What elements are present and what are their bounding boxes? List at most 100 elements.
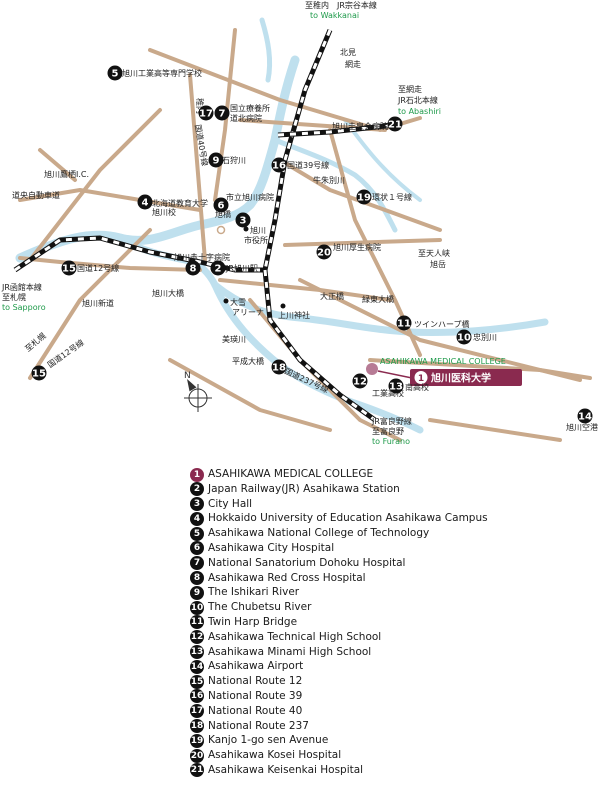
map-badge[interactable]: 3 <box>235 212 251 228</box>
map-badge-num: 19 <box>357 193 371 204</box>
legend-label: Asahikawa City Hospital <box>208 541 335 554</box>
map-badge[interactable]: 15 <box>61 260 77 276</box>
legend-label: ASAHIKAWA MEDICAL COLLEGE <box>208 468 374 480</box>
legend-item: 12 Asahikawa Technical High School <box>190 630 590 645</box>
legend-number-badge: 15 <box>190 674 204 689</box>
map-badge-num: 5 <box>112 69 119 80</box>
map-badge[interactable]: 10 <box>456 329 472 345</box>
legend-number-badge: 17 <box>190 704 204 719</box>
college-banner[interactable] <box>410 369 522 386</box>
compass-north-label: N <box>184 371 191 381</box>
legend-number-badge: 12 <box>190 630 204 645</box>
label-ryokuto-bridge: 緑東大橋 <box>362 294 394 304</box>
legend-number-badge: 1 <box>190 467 204 482</box>
label-to-wakkanai-road: 稚内 <box>195 98 205 114</box>
map-badge-num: 10 <box>457 333 471 344</box>
legend-label: Asahikawa Red Cross Hospital <box>208 571 366 584</box>
rail-sekihoku-line-dash <box>277 123 396 137</box>
label-ishikari: 石狩川 <box>222 155 246 165</box>
label-route39: 国道39号線 <box>287 160 329 170</box>
label-to-sapporo-road: 至札幌 <box>23 330 48 353</box>
label-red-cross: 旭川赤十字病院 <box>174 252 230 262</box>
map-badge[interactable]: 9 <box>208 152 224 168</box>
map-badge-num: 15 <box>32 369 46 380</box>
legend-label: Asahikawa Minami High School <box>208 645 372 658</box>
label-taisetsu-a: 大雪 <box>230 297 246 307</box>
route12-w <box>18 256 202 272</box>
legend-label: The Ishikari River <box>208 586 300 599</box>
college-pointer <box>377 370 413 379</box>
legend-number-badge: 7 <box>190 556 204 571</box>
label-to-tenninkyo-b: 旭岳 <box>430 259 446 269</box>
map-badge[interactable]: 20 <box>316 244 332 260</box>
legend-label: Asahikawa Kosei Hospital <box>208 749 342 762</box>
map-badge[interactable]: 17 <box>198 105 214 121</box>
map-badge[interactable]: 15 <box>31 365 47 381</box>
map-badge-num: 12 <box>353 377 367 388</box>
college-en-label: ASAHIKAWA MEDICAL COLLEGE <box>380 357 506 366</box>
map-badge[interactable]: 6 <box>213 197 229 213</box>
map-badge[interactable]: 19 <box>356 189 372 205</box>
legend-label: Kanjo 1-go sen Avenue <box>208 734 329 747</box>
map-badge[interactable]: 18 <box>271 359 287 375</box>
map-badge-num: 20 <box>317 248 331 259</box>
legend-number-badge: 14 <box>190 659 204 674</box>
map-badge[interactable]: 14 <box>577 408 593 424</box>
label-edu-b: 旭川校 <box>152 207 176 217</box>
label-asahibashi: 旭橋 <box>215 209 231 219</box>
label-airport: 旭川空港 <box>566 422 598 432</box>
legend-number-badge: 9 <box>190 585 204 600</box>
map-badges[interactable]: 5 17 7 21 9 16 19 4 6 3 20 2 8 15 11 10 … <box>31 65 593 424</box>
legend-label: Asahikawa Airport <box>208 660 304 673</box>
map-badge-num: 8 <box>190 264 197 275</box>
map-badge[interactable]: 12 <box>352 373 368 389</box>
legend-number-badge: 4 <box>190 511 204 526</box>
legend-number-badge: 8 <box>190 571 204 586</box>
college-dot[interactable] <box>366 363 378 375</box>
map-badge[interactable]: 21 <box>387 116 403 132</box>
map-badge[interactable]: 8 <box>185 260 201 276</box>
legend-label: Asahikawa Technical High School <box>208 630 382 643</box>
map-badge-num: 2 <box>215 264 222 275</box>
map-badge-num: 16 <box>272 161 286 172</box>
map-badge[interactable]: 2 <box>210 260 226 276</box>
map-badge[interactable]: 5 <box>107 65 123 81</box>
city-map: 1 旭川医科大学 ASAHIKAWA MEDICAL COLLEGE 至稚内 J… <box>1 0 598 446</box>
label-sanatorium-a: 国立療養所 <box>230 103 270 113</box>
label-sekihoku-down: 網走 <box>345 59 361 69</box>
route12-sw <box>28 228 152 380</box>
label-route12: 国道12号線 <box>77 263 119 273</box>
rail-hakodate-line-dash <box>14 236 265 272</box>
map-badge[interactable]: 13 <box>388 378 404 394</box>
college-jp-label: 旭川医科大学 <box>430 372 491 385</box>
location-dots <box>216 225 286 309</box>
label-kosei: 旭川厚生病院 <box>333 242 381 252</box>
map-badge[interactable]: 11 <box>396 315 412 331</box>
legend-number-badge: 11 <box>190 615 204 630</box>
medical-college-marker[interactable]: 1 旭川医科大学 ASAHIKAWA MEDICAL COLLEGE <box>366 357 522 386</box>
east-stream <box>343 118 422 202</box>
label-taisho-bridge: 大正橋 <box>320 291 344 301</box>
ishikari-river <box>15 55 300 263</box>
label-sekihoku-up: 北見 <box>340 48 356 57</box>
map-badge[interactable]: 4 <box>137 194 153 210</box>
legend-item: 1 ASAHIKAWA MEDICAL COLLEGE <box>190 467 590 482</box>
legend-label: Hokkaido University of Education Asahika… <box>208 512 488 525</box>
legend-number-badge: 3 <box>190 497 204 512</box>
label-edu-a: 北海道教育大学 <box>152 198 208 208</box>
legend-number-badge: 5 <box>190 526 204 541</box>
map-badge-num: 3 <box>240 216 247 227</box>
map-badge[interactable]: 16 <box>271 157 287 173</box>
legend-number-badge: 19 <box>190 733 204 748</box>
label-ohashi: 旭川大橋 <box>152 288 184 298</box>
map-badge[interactable]: 7 <box>214 105 230 121</box>
